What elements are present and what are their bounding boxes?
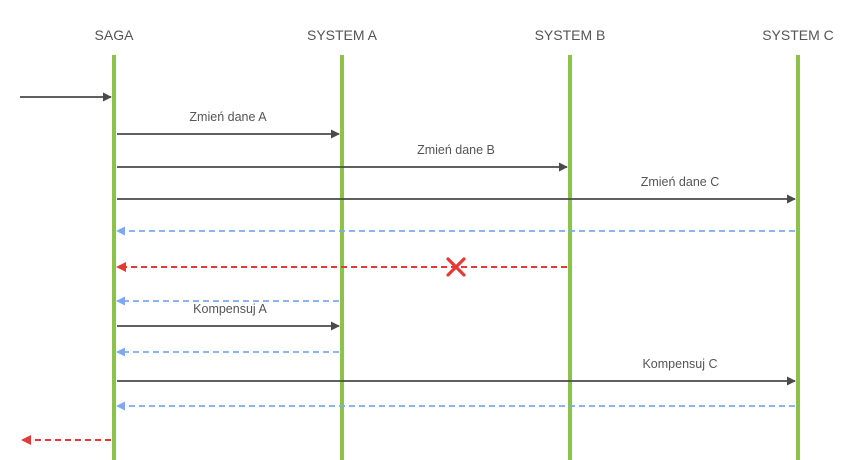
participant-label-a: SYSTEM A (307, 27, 378, 43)
message-label-10: Kompensuj C (642, 357, 717, 371)
message-label-8: Kompensuj A (193, 302, 267, 316)
participant-label-b: SYSTEM B (535, 27, 606, 43)
message-label-3: Zmień dane B (417, 143, 495, 157)
message-label-4: Zmień dane C (641, 175, 720, 189)
failure-x-icon (446, 257, 466, 277)
participant-label-saga: SAGA (95, 27, 135, 43)
participant-label-c: SYSTEM C (762, 27, 834, 43)
message-label-2: Zmień dane A (189, 110, 267, 124)
